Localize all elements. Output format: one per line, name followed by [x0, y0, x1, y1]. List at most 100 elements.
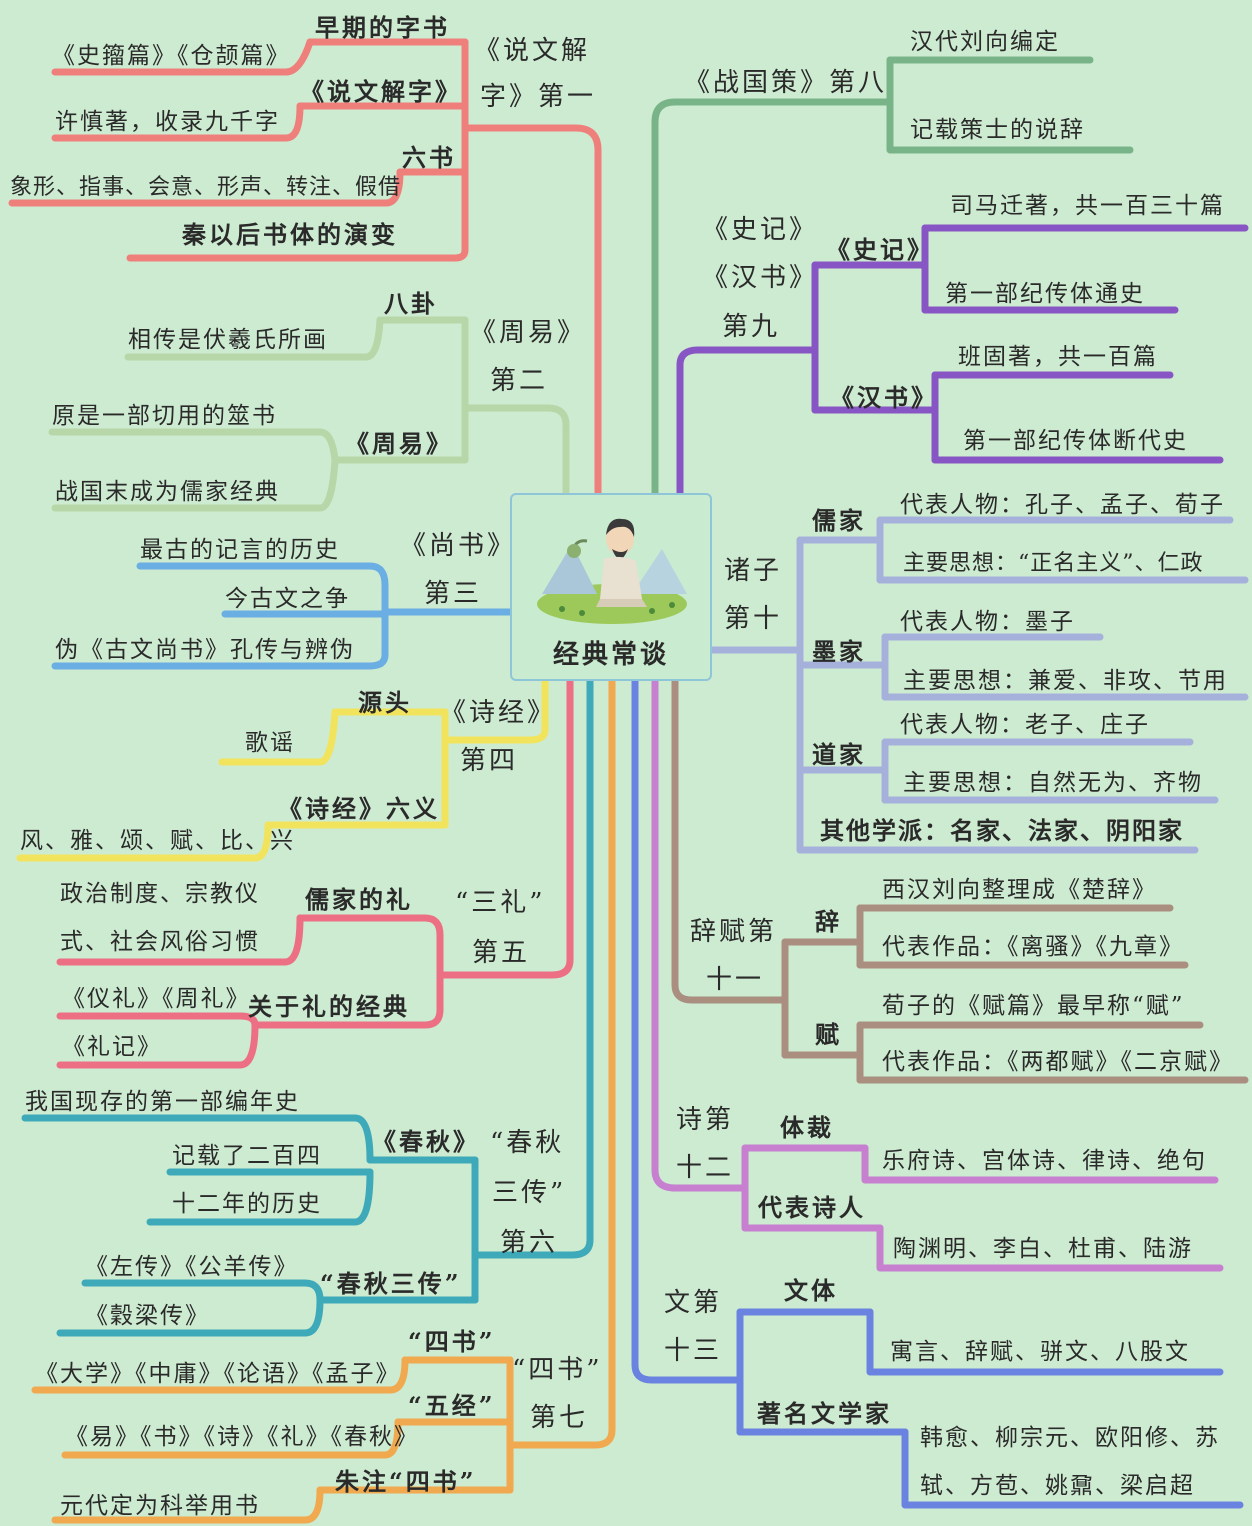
- ch7-b2-label: “五经”: [408, 1391, 496, 1420]
- ch6-title-b: 三传”: [492, 1178, 567, 1208]
- ch6-b1-leaf2: 记载了二百四: [172, 1143, 322, 1169]
- ch7-b1-label: “四书”: [408, 1327, 496, 1356]
- ch8-title: 《战国策》第八: [684, 68, 888, 98]
- ch9-b2-label: 《汉书》: [830, 383, 938, 412]
- ch10-b2-leaf2: 主要思想：兼爱、非攻、节用: [903, 668, 1228, 694]
- ch11-b2-leaf1: 荀子的《赋篇》最早称“赋”: [882, 993, 1185, 1019]
- ch4-b1-leaf: 歌谣: [245, 730, 295, 756]
- ch11-b2-leaf2: 代表作品：《两都赋》《二京赋》: [882, 1049, 1234, 1075]
- ch4-b2-leaf: 风、雅、颂、赋、比、兴: [20, 828, 295, 854]
- ch7-branches: [31, 677, 616, 1524]
- ch2-b2-leaf1: 原是一部切用的筮书: [52, 403, 277, 429]
- ch7-b3-label: 朱注“四书”: [335, 1467, 477, 1496]
- ch2-b1-label: 八卦: [384, 289, 438, 318]
- ch4-b1-label: 源头: [358, 688, 412, 717]
- ch3-branches: [51, 562, 514, 670]
- ch12-b1-leaf: 乐府诗、宫体诗、律诗、绝句: [882, 1148, 1207, 1174]
- ch8-leaf2: 记载策士的说辞: [910, 117, 1085, 143]
- ch11-b1-label: 辞: [815, 907, 842, 936]
- ch11-branches: [671, 677, 1249, 1084]
- ch2-b2-leaf2: 战国末成为儒家经典: [55, 479, 280, 505]
- ch1-b3-leaf: 象形、指事、会意、形声、转注、假借: [10, 175, 402, 200]
- ch2-branches: [48, 316, 570, 512]
- ch13-branches: [631, 677, 1244, 1509]
- ch13-b1-leaf: 寓言、辞赋、骈文、八股文: [890, 1339, 1190, 1365]
- ch5-branches: [56, 677, 574, 1069]
- ch8-branches: [651, 56, 1134, 497]
- ch12-b2-leaf: 陶渊明、李白、杜甫、陆游: [893, 1236, 1193, 1262]
- ch9-b1-label: 《史记》: [826, 235, 934, 264]
- ch4-title-b: 第四: [460, 746, 519, 776]
- ch8-leaf1: 汉代刘向编定: [910, 29, 1060, 55]
- center-title: 经典常谈: [552, 640, 669, 670]
- ch7-b3-leaf: 元代定为科举用书: [60, 1493, 260, 1519]
- ch10-b1-label: 儒家: [812, 506, 866, 535]
- ch10-b4-label: 其他学派：名家、法家、阴阳家: [820, 816, 1184, 845]
- ch1-title-a: 《说文解: [474, 36, 591, 66]
- ch12-b1-label: 体裁: [780, 1113, 834, 1142]
- ch13-b2-leaf2: 轼、方苞、姚鼐、梁启超: [920, 1473, 1195, 1499]
- ch10-title-a: 诸子: [724, 556, 783, 586]
- ch13-b1-label: 文体: [784, 1276, 838, 1305]
- ch2-title-a: 《周易》: [470, 318, 587, 348]
- ch11-title-b: 十一: [706, 965, 765, 995]
- ch9-title-c: 第九: [722, 312, 781, 342]
- ch1-title-b: 字》第一: [480, 82, 597, 112]
- ch12-title-a: 诗第: [676, 1105, 735, 1135]
- ch6-b2-label: “春秋三传”: [320, 1269, 462, 1298]
- ch3-leaf2: 今古文之争: [225, 586, 350, 612]
- ch13-title-a: 文第: [664, 1288, 723, 1318]
- ch13-title-b: 十三: [664, 1336, 723, 1366]
- ch12-title-b: 十二: [676, 1153, 735, 1183]
- ch5-b2-leaf1: 《仪礼》《周礼》: [62, 986, 251, 1012]
- ch10-title-b: 第十: [724, 604, 783, 634]
- ch3-leaf1: 最古的记言的历史: [140, 537, 340, 563]
- ch4-branches: [16, 677, 549, 862]
- ch6-b1-leaf3: 十二年的历史: [172, 1191, 322, 1217]
- ch5-b2-label: 关于礼的经典: [248, 992, 410, 1021]
- ch6-b1-leaf1: 我国现存的第一部编年史: [25, 1089, 300, 1115]
- ch4-b2-label: 《诗经》六义: [278, 794, 440, 823]
- ch6-title-a: “春秋: [490, 1128, 565, 1158]
- ch6-b2-leaf1: 《左传》《公羊传》: [85, 1254, 299, 1280]
- ch9-b1-leaf1: 司马迁著，共一百三十篇: [950, 193, 1225, 219]
- ch11-title-a: 辞赋第: [690, 917, 778, 947]
- ch6-title-c: 第六: [500, 1228, 559, 1258]
- ch9-title-a: 《史记》: [702, 215, 819, 245]
- ch9-title-b: 《汉书》: [702, 263, 819, 293]
- ch7-title-b: 第七: [530, 1403, 589, 1433]
- ch1-branches: [8, 38, 602, 497]
- ch1-b4-label: 秦以后书体的演变: [182, 220, 398, 249]
- ch9-b2-leaf1: 班固著，共一百篇: [958, 344, 1158, 370]
- ch6-b2-leaf2: 《穀梁传》: [85, 1303, 210, 1329]
- ch11-b1-leaf2: 代表作品：《离骚》《九章》: [882, 934, 1184, 960]
- ch10-b2-leaf1: 代表人物：墨子: [900, 609, 1075, 635]
- ch7-title-a: “四书”: [512, 1355, 603, 1385]
- ch12-branches: [651, 677, 1224, 1272]
- ch1-b1-label: 早期的字书: [315, 13, 450, 42]
- ch9-b1-leaf2: 第一部纪传体通史: [945, 281, 1145, 307]
- ch9-branches: [676, 224, 1249, 497]
- ch10-b1-leaf2: 主要思想：“正名主义”、仁政: [903, 551, 1204, 576]
- ch4-title-a: 《诗经》: [440, 698, 557, 728]
- ch5-b1-leaf1: 政治制度、宗教仪: [60, 881, 260, 907]
- ch2-b1-leaf: 相传是伏羲氏所画: [128, 327, 328, 353]
- ch1-b1-leaf: 《史籀篇》《仓颉篇》: [52, 43, 291, 69]
- ch10-b3-label: 道家: [812, 740, 866, 769]
- ch13-b2-leaf1: 韩愈、柳宗元、欧阳修、苏: [920, 1425, 1220, 1451]
- ch6-branches: [21, 677, 594, 1337]
- ch3-title-b: 第三: [424, 579, 483, 609]
- ch5-b1-leaf2: 式、社会风俗习惯: [60, 929, 260, 955]
- ch3-title-a: 《尚书》: [400, 531, 517, 561]
- ch2-title-b: 第二: [490, 366, 549, 396]
- ch7-b2-leaf: 《易》《书》《诗》《礼》《春秋》: [65, 1424, 419, 1450]
- ch1-b3-label: 六书: [402, 143, 456, 172]
- ch9-b2-leaf2: 第一部纪传体断代史: [963, 428, 1188, 454]
- ch5-title-b: 第五: [472, 938, 531, 968]
- ch13-b2-label: 著名文学家: [757, 1399, 892, 1428]
- scholar-illustration: [537, 518, 687, 624]
- ch3-leaf3: 伪《古文尚书》孔传与辨伪: [55, 637, 355, 663]
- center-node: 经典常谈: [510, 493, 712, 681]
- ch11-b2-label: 赋: [815, 1020, 842, 1049]
